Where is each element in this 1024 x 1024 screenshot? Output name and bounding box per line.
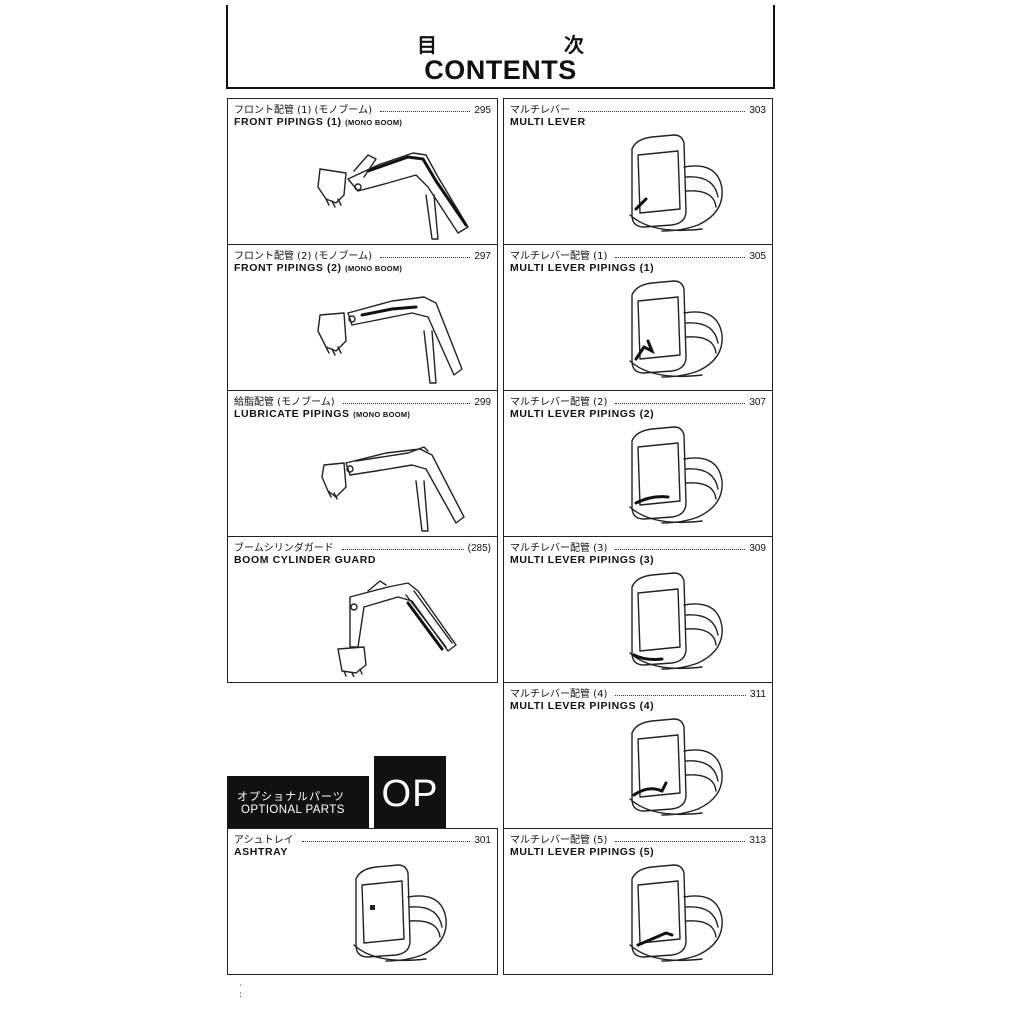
entry-page-number: (285) — [467, 543, 491, 554]
entry-title-en: ASHTRAY — [234, 846, 288, 858]
operator-cab-icon — [353, 864, 447, 962]
optional-parts-en: OPTIONAL PARTS — [241, 804, 345, 816]
entry-title-en: MULTI LEVER PIPINGS (4) — [510, 700, 655, 712]
operator-cab-icon — [629, 134, 723, 232]
entry-title-en: LUBRICATE PIPINGS (MONO BOOM) — [234, 408, 411, 420]
entry-page-number: 313 — [749, 835, 766, 846]
entry-title-jp: マルチレバー配管 (2) — [510, 397, 608, 408]
entry-page-number: 311 — [750, 689, 766, 700]
entry-boom-cylinder-guard[interactable]: ブームシリンダガード (285) BOOM CYLINDER GUARD — [227, 536, 498, 683]
operator-cab-icon — [629, 280, 723, 378]
entry-ashtray[interactable]: アシュトレイ 301 ASHTRAY — [227, 828, 498, 975]
entry-title-jp: フロント配管 (2) (モノブーム) — [234, 251, 373, 262]
excavator-front-boom-icon — [317, 296, 463, 384]
entry-title-en: BOOM CYLINDER GUARD — [234, 554, 377, 566]
operator-cab-icon — [629, 426, 723, 524]
entry-title-jp: 給脂配管 (モノブーム) — [234, 397, 335, 408]
entry-front-pipings-1[interactable]: フロント配管 (1) (モノブーム) 295 FRONT PIPINGS (1) … — [227, 98, 498, 245]
entry-title-jp: マルチレバー — [510, 105, 570, 116]
entry-title-en: MULTI LEVER PIPINGS (5) — [510, 846, 655, 858]
entry-title-jp: マルチレバー配管 (3) — [510, 543, 608, 554]
entry-page-number: 299 — [474, 397, 491, 408]
entry-lubricate-pipings[interactable]: 給脂配管 (モノブーム) 299 LUBRICATE PIPINGS (MONO … — [227, 390, 498, 537]
entry-page-number: 307 — [749, 397, 766, 408]
operator-cab-icon — [629, 718, 723, 816]
entry-title-en: FRONT PIPINGS (2) (MONO BOOM) — [234, 262, 403, 274]
entry-title-en: MULTI LEVER PIPINGS (2) — [510, 408, 655, 420]
entry-title-jp: マルチレバー配管 (4) — [510, 689, 608, 700]
entry-page-number: 305 — [749, 251, 766, 262]
entry-multi-lever[interactable]: マルチレバー 303 MULTI LEVER — [503, 98, 773, 245]
entry-multi-lever-pipings-4[interactable]: マルチレバー配管 (4) 311 MULTI LEVER PIPINGS (4) — [503, 682, 773, 829]
excavator-front-boom-icon — [317, 152, 469, 240]
entry-title-en: MULTI LEVER — [510, 116, 586, 128]
entry-title-en: FRONT PIPINGS (1) (MONO BOOM) — [234, 116, 403, 128]
excavator-front-boom-icon — [321, 446, 465, 532]
optional-parts-banner: オプショナルパーツ OPTIONAL PARTS — [227, 776, 369, 828]
optional-parts-jp: オプショナルパーツ — [237, 790, 345, 803]
entry-page-number: 309 — [749, 543, 766, 554]
entry-title-jp: ブームシリンダガード — [234, 543, 334, 554]
boom-cylinder-guard-icon — [337, 580, 457, 677]
entry-page-number: 301 — [474, 835, 491, 846]
op-badge: OP — [374, 756, 446, 828]
page-title: CONTENTS — [424, 55, 577, 85]
entry-page-number: 303 — [749, 105, 766, 116]
entry-title-en: MULTI LEVER PIPINGS (3) — [510, 554, 655, 566]
margin-mark: ·: — [239, 981, 243, 1000]
operator-cab-icon — [629, 864, 723, 962]
title-jp: 目 次 — [417, 33, 644, 57]
entry-page-number: 295 — [474, 105, 491, 116]
entry-multi-lever-pipings-2[interactable]: マルチレバー配管 (2) 307 MULTI LEVER PIPINGS (2) — [503, 390, 773, 537]
entry-title-jp: マルチレバー配管 (5) — [510, 835, 608, 846]
contents-header: 目 次 CONTENTS — [226, 5, 775, 89]
entry-multi-lever-pipings-1[interactable]: マルチレバー配管 (1) 305 MULTI LEVER PIPINGS (1) — [503, 244, 773, 391]
entry-multi-lever-pipings-3[interactable]: マルチレバー配管 (3) 309 MULTI LEVER PIPINGS (3) — [503, 536, 773, 683]
entry-page-number: 297 — [474, 251, 491, 262]
entry-title-jp: マルチレバー配管 (1) — [510, 251, 608, 262]
entry-title-en: MULTI LEVER PIPINGS (1) — [510, 262, 655, 274]
operator-cab-icon — [629, 572, 723, 670]
entry-title-jp: フロント配管 (1) (モノブーム) — [234, 105, 373, 116]
entry-multi-lever-pipings-5[interactable]: マルチレバー配管 (5) 313 MULTI LEVER PIPINGS (5) — [503, 828, 773, 975]
entry-title-jp: アシュトレイ — [234, 835, 294, 846]
entry-front-pipings-2[interactable]: フロント配管 (2) (モノブーム) 297 FRONT PIPINGS (2) … — [227, 244, 498, 391]
